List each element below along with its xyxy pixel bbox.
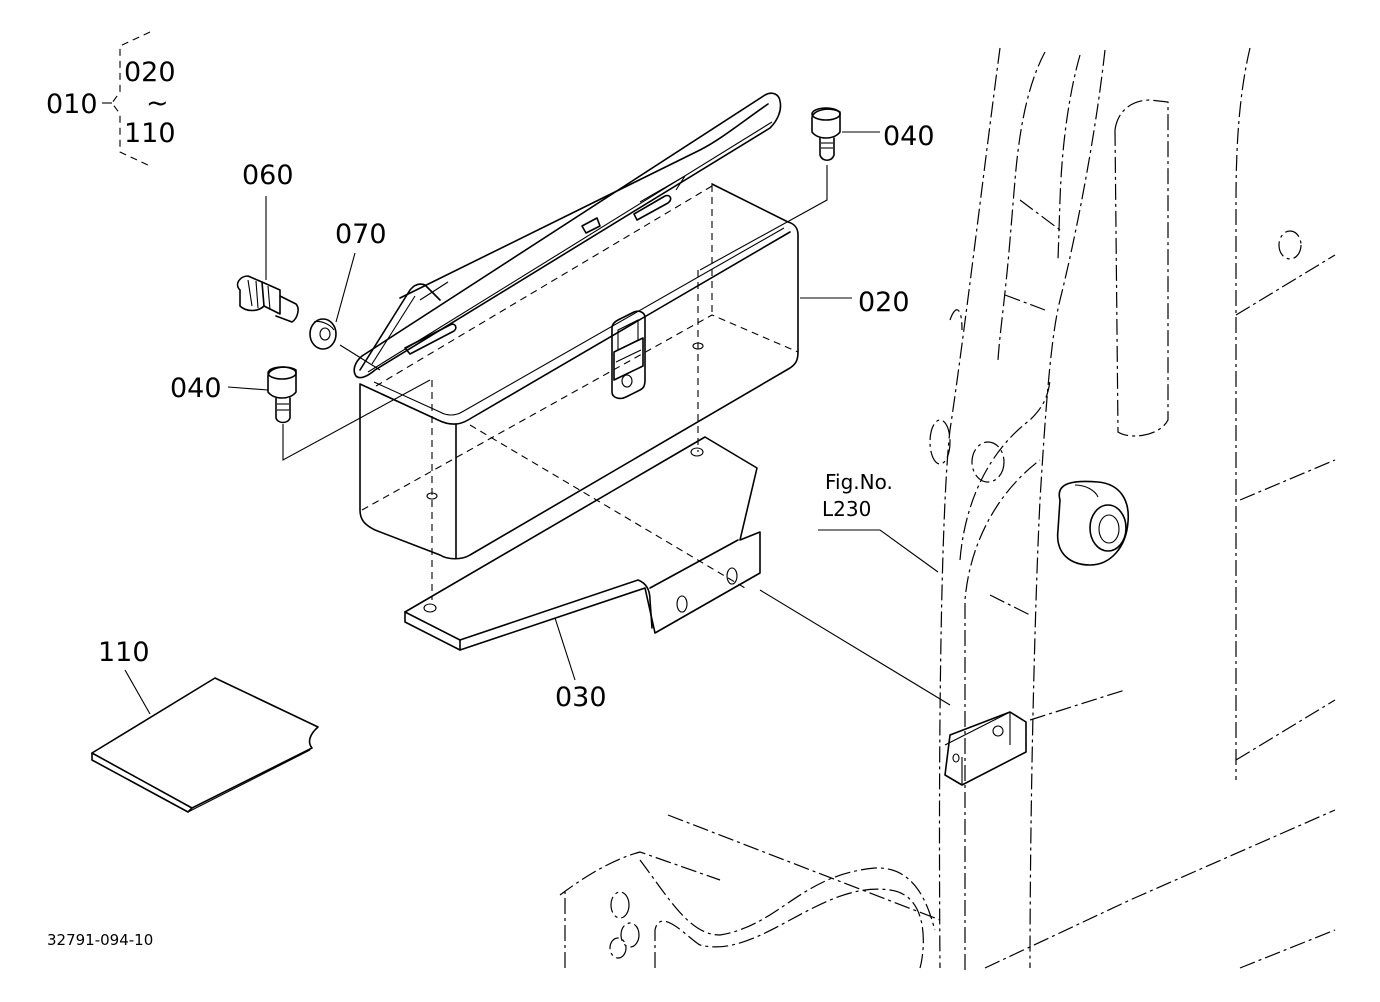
callout-110: 110 <box>98 637 150 668</box>
tool-box-bracket <box>404 436 761 651</box>
group-parent-number: 010 <box>46 89 98 120</box>
callout-040-left: 040 <box>170 373 222 404</box>
callout-060: 060 <box>242 160 294 191</box>
callout-020: 020 <box>858 287 910 318</box>
bolt-040-left <box>267 366 297 424</box>
drawing-number: 32791-094-10 <box>47 931 153 949</box>
plug-bolt-060 <box>236 275 299 323</box>
callout-040-top: 040 <box>883 121 935 152</box>
leader-lines <box>124 131 951 715</box>
group-range-to: 110 <box>124 118 176 149</box>
group-bracket <box>102 31 151 167</box>
callout-070: 070 <box>335 219 387 250</box>
callout-030: 030 <box>555 682 607 713</box>
manual-110 <box>91 677 319 813</box>
group-range-from: 020 <box>124 57 176 88</box>
figure-reference-label: Fig.No. <box>825 470 893 494</box>
figure-reference-number: L230 <box>822 497 871 521</box>
group-range-mark: ~ <box>146 88 169 119</box>
frame-mount-block <box>944 711 1027 786</box>
frame-boss <box>1056 480 1129 566</box>
washer-070 <box>309 318 337 350</box>
machine-frame <box>559 47 1336 970</box>
tool-box-latch <box>611 310 646 400</box>
tool-box-lid <box>353 92 782 379</box>
tool-box <box>359 183 799 600</box>
bolt-040-top <box>811 107 841 162</box>
